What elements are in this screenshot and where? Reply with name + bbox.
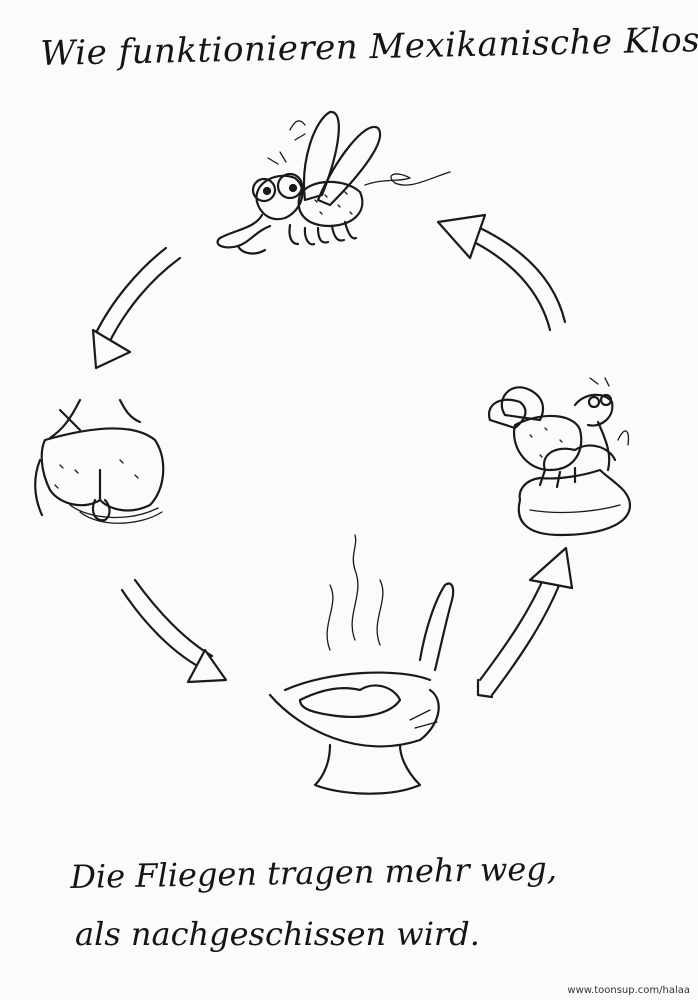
credit-link[interactable]: www.toonsup.com/halaa: [567, 985, 690, 996]
arrow-poop-to-fly: [436, 213, 567, 332]
buttocks-drawing: [34, 398, 165, 524]
caption-line-2: als nachgeschissen wird.: [75, 915, 480, 953]
fly-on-poop-drawing: [487, 377, 632, 537]
arrow-fly-to-buttocks: [91, 246, 182, 370]
toilet-bowl-drawing: [268, 534, 455, 795]
arrow-buttocks-to-bowl: [120, 578, 228, 684]
fly-drawing: [216, 110, 451, 255]
arrow-bowl-to-poop: [476, 546, 574, 699]
